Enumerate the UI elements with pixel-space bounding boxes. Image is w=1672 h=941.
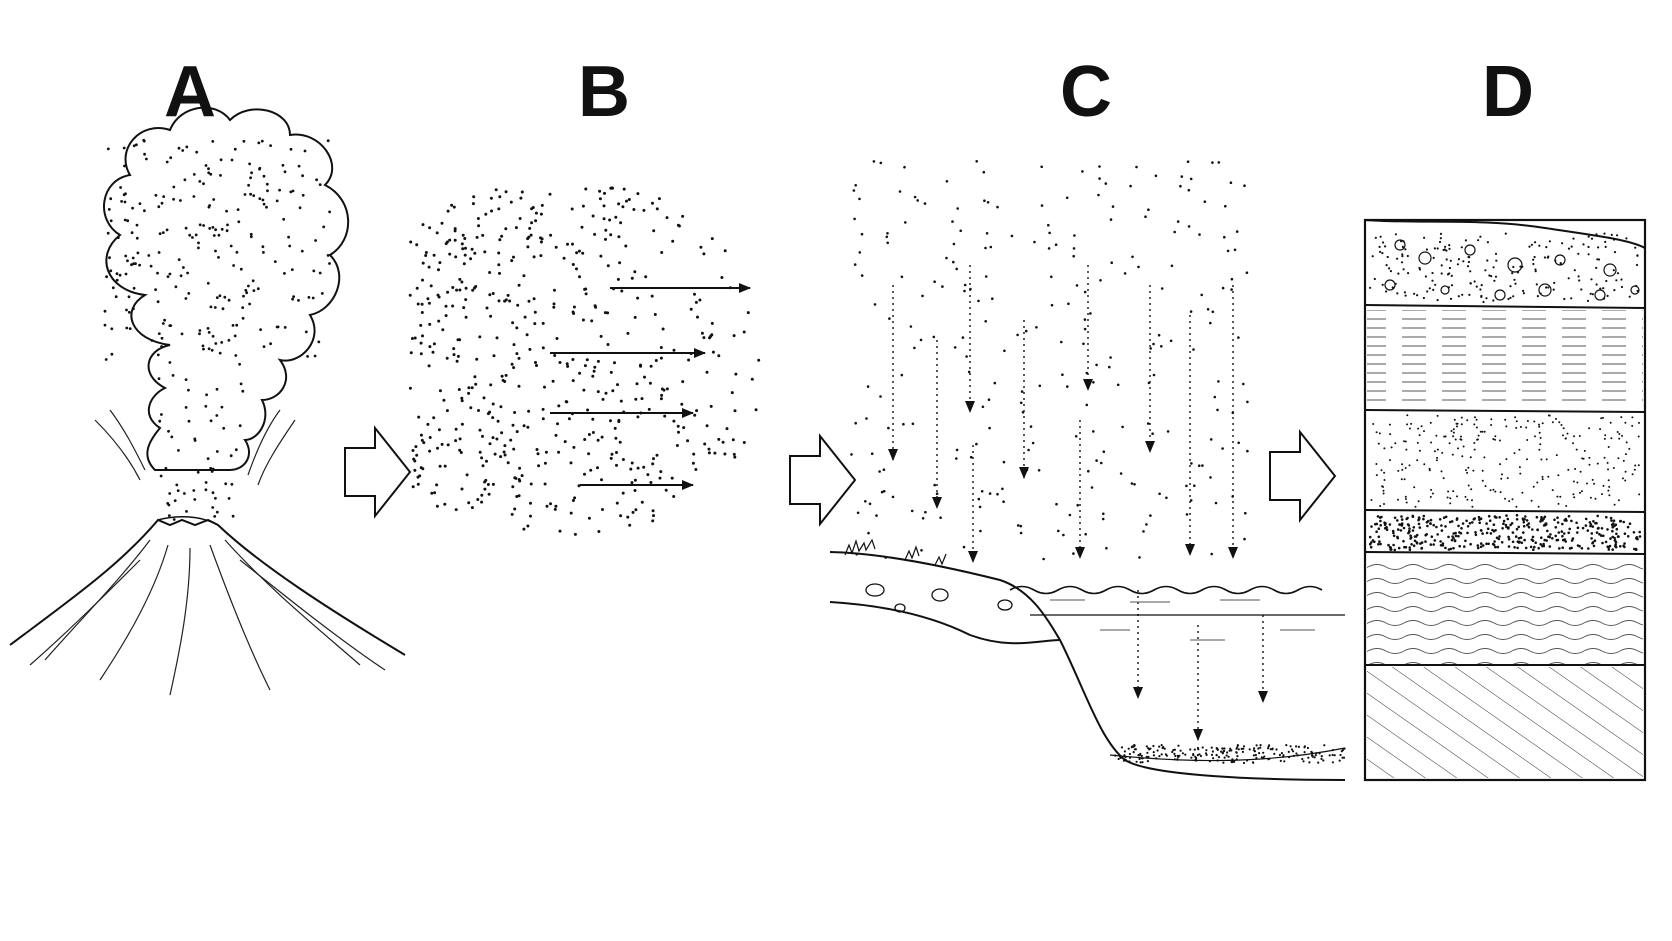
- ash-fall-illustration: [829, 160, 1346, 781]
- panel-label-a: A: [164, 52, 216, 132]
- volcano-cone: [9, 518, 406, 656]
- panel-label-c: C: [1060, 52, 1112, 132]
- volcano-illustration: [9, 106, 406, 696]
- land-surface: [829, 551, 1346, 781]
- bedrock-layer: [1367, 667, 1643, 778]
- eruption-cloud: [103, 106, 350, 471]
- stage-arrow-a-b: [344, 425, 412, 519]
- wavy-layer: [1367, 556, 1643, 664]
- lake-ash-layer: [1109, 747, 1346, 762]
- ash-drift-illustration: [408, 186, 761, 536]
- stage-arrow-b-c: [789, 433, 857, 527]
- fine-layer-1: [1367, 310, 1643, 408]
- panel-label-d: D: [1482, 52, 1534, 132]
- stage-arrow-c-d: [1269, 429, 1337, 523]
- water-surface: [1009, 585, 1323, 595]
- stratigraphic-column: [1363, 218, 1647, 782]
- panel-label-b: B: [578, 52, 630, 132]
